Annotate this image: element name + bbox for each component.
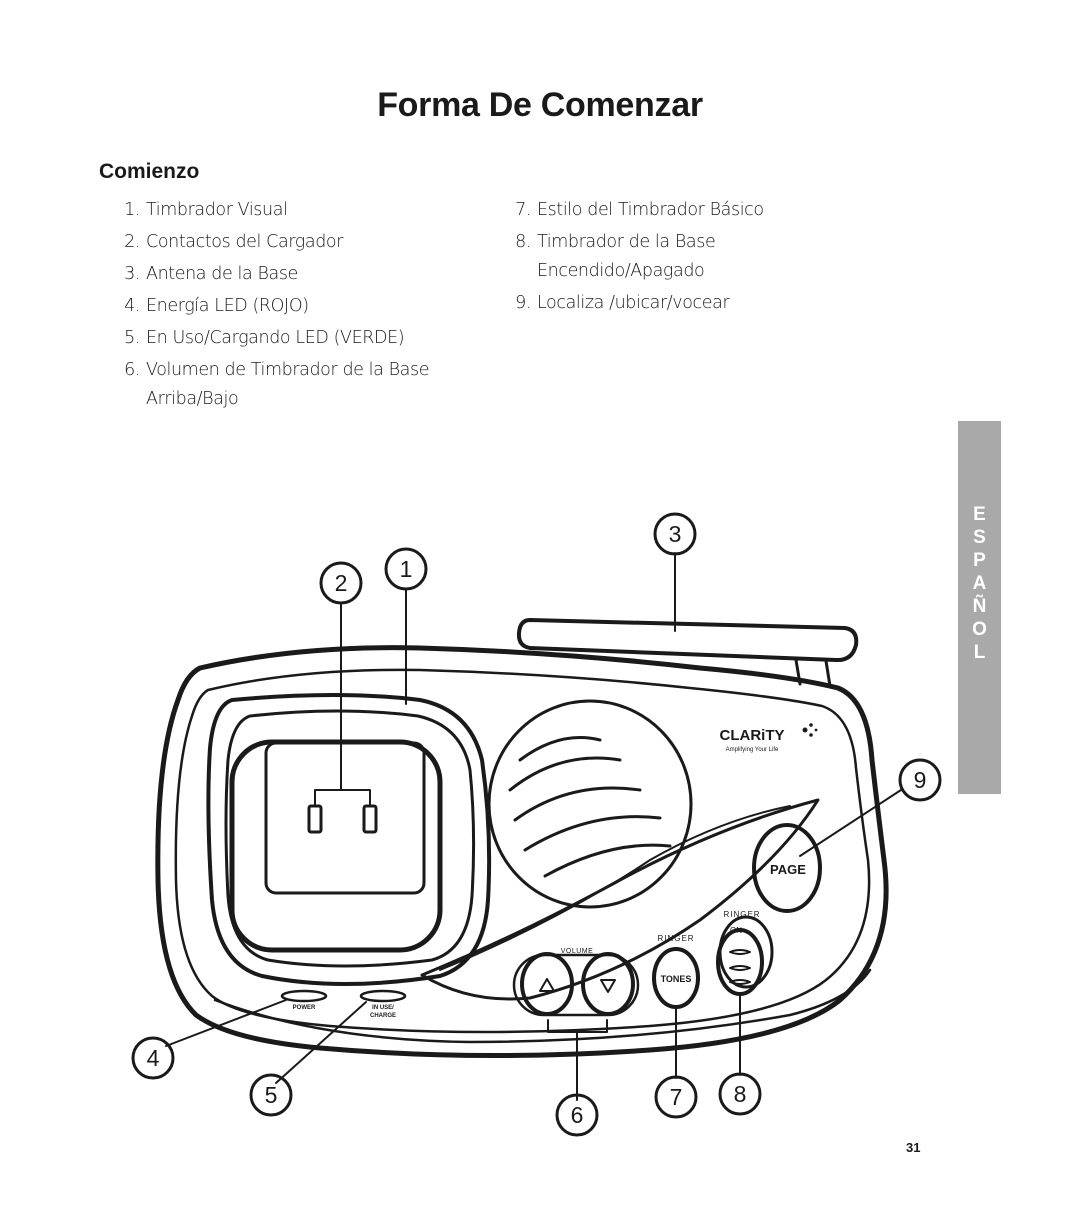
base-body bbox=[155, 645, 889, 1059]
callout-9: 9 bbox=[914, 767, 927, 793]
volume-button-frame bbox=[512, 953, 640, 1017]
list-item: 9.Localiza /ubicar/vocear bbox=[515, 292, 730, 313]
list-item: 2.Contactos del Cargador bbox=[124, 232, 344, 252]
volume-up-button[interactable] bbox=[520, 952, 574, 1016]
list-item: 3.Antena de la Base bbox=[124, 264, 298, 284]
callout-8: 8 bbox=[734, 1081, 747, 1107]
list-item: 4.Energía LED (ROJO) bbox=[124, 296, 309, 316]
in-use-led-label: IN USE/ bbox=[372, 1005, 394, 1011]
list-item: 7.Estilo del Timbrador Básico bbox=[515, 200, 764, 220]
volume-label: VOLUME bbox=[561, 948, 594, 955]
page-number: 31 bbox=[906, 1140, 921, 1155]
charge-led-label: CHARGE bbox=[370, 1013, 396, 1019]
list-item: 5.En Uso/Cargando LED (VERDE) bbox=[124, 328, 405, 348]
brand-dots-icon bbox=[802, 723, 818, 737]
speaker-grille bbox=[487, 699, 693, 909]
tones-button-label: TONES bbox=[661, 974, 692, 984]
volume-down-button[interactable] bbox=[581, 952, 635, 1016]
section-title: Comienzo bbox=[99, 160, 200, 183]
brand-tagline: Amplifying Your Life bbox=[726, 747, 779, 753]
callout-6: 6 bbox=[571, 1102, 584, 1128]
power-led bbox=[280, 989, 328, 1003]
power-led-label: POWER bbox=[293, 1005, 316, 1011]
callout-7: 7 bbox=[670, 1084, 683, 1110]
list-item: 1.Timbrador Visual bbox=[124, 200, 288, 220]
language-tab-letters: E S P A Ñ O L bbox=[972, 504, 987, 663]
list-item: 8.Timbrador de la Base Encendido/Apagado bbox=[515, 232, 716, 281]
parts-list-left: 1.Timbrador Visual 2.Contactos del Carga… bbox=[112, 196, 452, 417]
callout-leaders bbox=[165, 552, 902, 1101]
down-arrow-icon bbox=[600, 979, 616, 993]
page-title: Forma De Comenzar bbox=[377, 86, 703, 124]
callout-4: 4 bbox=[147, 1045, 160, 1071]
callout-1: 1 bbox=[400, 556, 413, 582]
device-labels: CLARiTY Amplifying Your Life PAGE TONES … bbox=[293, 727, 807, 1019]
ringer-on-label: ON bbox=[730, 926, 742, 935]
callout-circles bbox=[131, 512, 942, 1137]
parts-list-right: 7.Estilo del Timbrador Básico 8.Timbrado… bbox=[503, 196, 803, 321]
up-arrow-icon bbox=[539, 978, 555, 992]
ringer-label-2: RINGER bbox=[657, 934, 694, 943]
page-button[interactable] bbox=[752, 823, 822, 913]
list-item: 6.Volumen de Timbrador de la Base Arriba… bbox=[124, 360, 430, 409]
ringer-label: RINGER bbox=[723, 910, 760, 919]
callout-3: 3 bbox=[669, 521, 682, 547]
brand-logo-text: CLARiTY bbox=[720, 727, 785, 744]
callout-5: 5 bbox=[265, 1082, 278, 1108]
control-panel-swoosh bbox=[420, 798, 820, 1001]
callout-2: 2 bbox=[335, 570, 348, 596]
language-tab: E S P A Ñ O L bbox=[958, 421, 1001, 794]
charging-cradle bbox=[206, 693, 492, 986]
ringer-on-button-outer bbox=[718, 915, 774, 989]
in-use-charge-led bbox=[359, 989, 407, 1003]
page-button-label: PAGE bbox=[770, 862, 806, 877]
callout-numbers: 2 1 3 4 5 6 7 8 9 bbox=[147, 521, 927, 1128]
